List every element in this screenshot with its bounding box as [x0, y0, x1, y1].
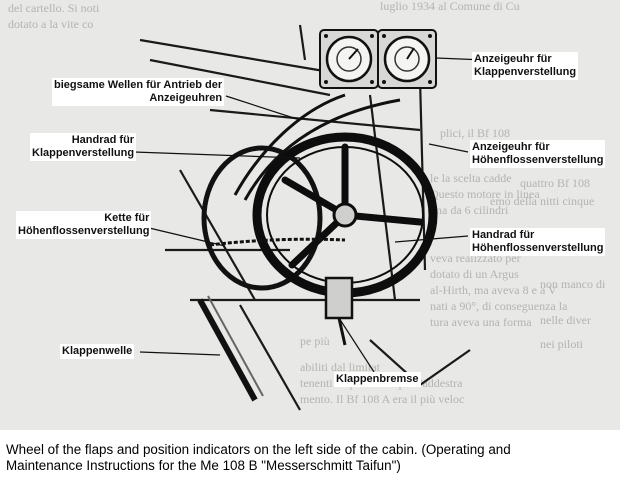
- label-indicator-stabilizer: Anzeigeuhr für Höhenflossenverstellung: [470, 140, 606, 168]
- background-text-line: Questo motore in linea: [430, 187, 540, 201]
- background-text-line: dotato di un Argus: [430, 267, 519, 281]
- label-handwheel-flaps: Handrad für Klappenverstellung: [30, 133, 137, 161]
- background-text-line: plici, il Bf 108: [440, 126, 510, 140]
- background-text-line: non manco di: [540, 277, 606, 291]
- background-text-line: al-Hirth, ma aveva 8 e a V: [430, 283, 557, 297]
- background-text-line: tura aveva una forma: [430, 315, 532, 329]
- background-text-line: nei piloti: [540, 337, 584, 351]
- label-flexible-shafts: biegsame Wellen für Antrieb der Anzeigeu…: [52, 78, 225, 106]
- figure-caption: Wheel of the flaps and position indicato…: [6, 442, 612, 474]
- stabilizer-chain: [209, 237, 346, 247]
- indicator-gauges: [319, 29, 437, 89]
- background-text: luglio 1934 al Comune di Cu del cartello…: [8, 0, 606, 406]
- background-text-line: luglio 1934 al Comune di Cu: [380, 0, 520, 13]
- background-text-line: mento. Il Bf 108 A era il più veloc: [300, 392, 464, 406]
- background-text-line: le la scelta cadde: [430, 171, 512, 185]
- stabilizer-handwheel: [201, 145, 323, 291]
- flexible-shafts: [233, 93, 401, 201]
- background-text-line: abiliti dal limitat: [300, 360, 381, 374]
- caption-line-2: Maintenance Instructions for the Me 108 …: [6, 458, 401, 473]
- flap-brake: [324, 276, 354, 346]
- background-text-line: nelle diver: [540, 313, 591, 327]
- label-indicator-flaps: Anzeigeuhr für Klappenverstellung: [472, 52, 579, 80]
- background-text-line: del cartello. Si noti: [8, 1, 100, 15]
- background-text-line: quattro Bf 108: [520, 176, 590, 190]
- caption-line-1: Wheel of the flaps and position indicato…: [6, 442, 511, 457]
- background-text-line: emo della nitti cinque: [490, 194, 594, 208]
- label-handwheel-stabilizer: Handrad für Höhenflossenverstellung: [470, 228, 606, 256]
- background-text-line: nati a 90°, di conseguenza la: [430, 299, 568, 313]
- technical-illustration: luglio 1934 al Comune di Cu del cartello…: [0, 0, 620, 430]
- background-text-line: dotato a la vite co: [8, 17, 93, 31]
- label-flap-brake: Klappenbremse: [334, 372, 421, 387]
- background-text-line: una da 6 cilindri: [430, 203, 509, 217]
- background-text-line: pe più: [300, 334, 330, 348]
- flap-shaft: [197, 295, 264, 402]
- label-chain-stabilizer: Kette für Höhenflossenverstellung: [16, 211, 152, 239]
- label-flap-shaft: Klappenwelle: [60, 344, 135, 359]
